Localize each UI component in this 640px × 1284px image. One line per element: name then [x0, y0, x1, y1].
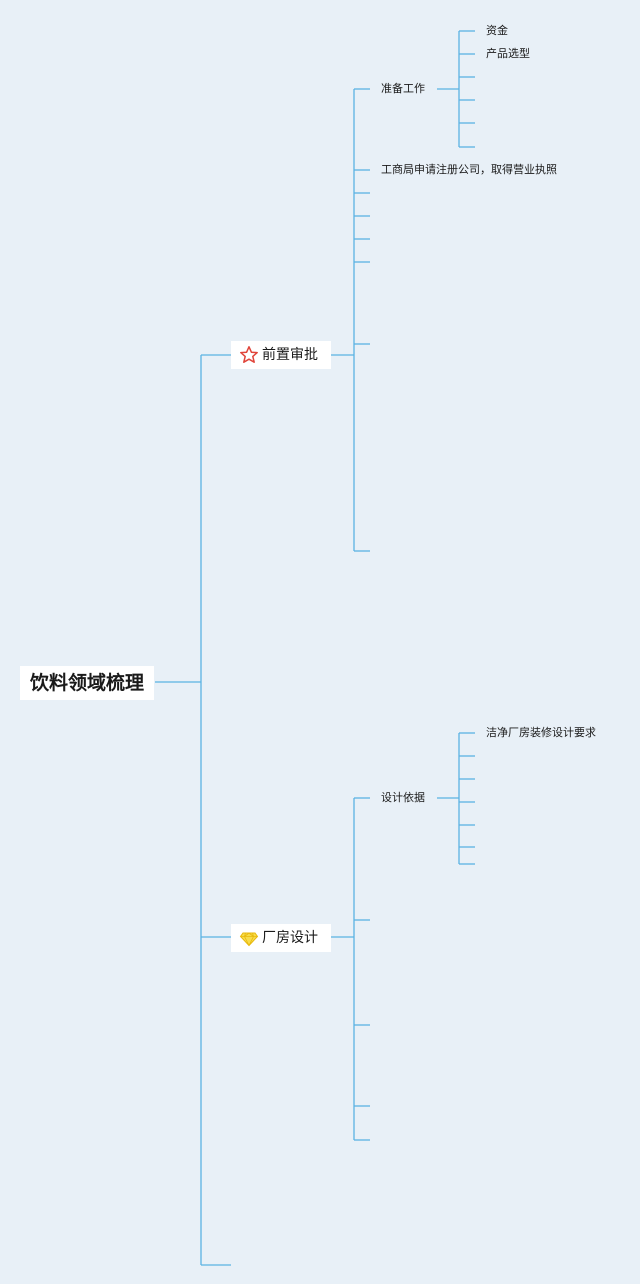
node-register-company[interactable]: 工商局申请注册公司，取得营业执照	[381, 163, 557, 176]
root-node[interactable]: 饮料领域梳理	[20, 666, 154, 700]
branch-node-plant-design[interactable]: 厂房设计	[231, 924, 331, 952]
star-icon	[239, 345, 259, 365]
branch-label: 前置审批	[262, 347, 318, 363]
node-cleanroom-requirements[interactable]: 洁净厂房装修设计要求	[486, 726, 596, 739]
node-product-selection[interactable]: 产品选型	[486, 47, 530, 60]
branch-label: 厂房设计	[262, 930, 318, 946]
branch-node-pre-approval[interactable]: 前置审批	[231, 341, 331, 369]
node-preparation[interactable]: 准备工作	[381, 82, 425, 95]
node-funds[interactable]: 资金	[486, 24, 508, 37]
node-design-basis[interactable]: 设计依据	[381, 791, 425, 804]
diamond-icon	[239, 928, 259, 948]
